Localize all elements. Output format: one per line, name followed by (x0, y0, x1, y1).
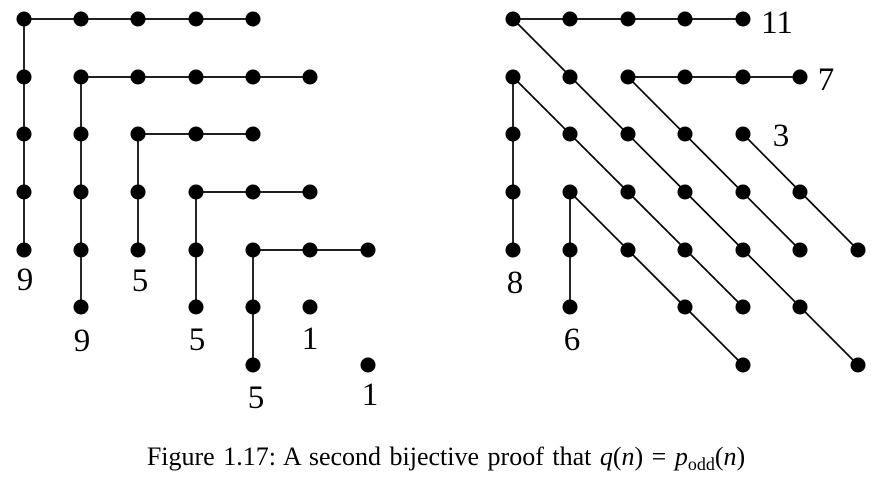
dot (188, 299, 204, 315)
odd-parts-hook-diagram: 9 9 5 5 5 1 1 (16, 11, 379, 416)
dot (73, 11, 89, 27)
dot (16, 69, 32, 85)
dot (130, 69, 146, 85)
part-label: 1 (302, 321, 319, 357)
dot (850, 357, 866, 373)
distinct-parts-diagonal-diagram: 11 73 8 6 (505, 5, 866, 373)
dot (735, 69, 751, 85)
dot (735, 357, 751, 373)
caption-text-italic: p (674, 442, 688, 471)
dot (188, 126, 204, 142)
dot (505, 184, 521, 200)
dot (302, 242, 318, 258)
part-label: 5 (132, 263, 149, 299)
dot (245, 357, 261, 373)
dot (245, 126, 261, 142)
dot (620, 126, 636, 142)
dot (792, 242, 808, 258)
dot (792, 299, 808, 315)
dot (562, 184, 578, 200)
dot (302, 184, 318, 200)
dot (620, 11, 636, 27)
dot (130, 11, 146, 27)
part-label: 9 (74, 323, 91, 359)
dot (73, 242, 89, 258)
dot (73, 299, 89, 315)
connector-line (569, 191, 744, 366)
dot (360, 357, 376, 373)
caption-text-italic: q (599, 442, 613, 471)
caption-text-italic: n (723, 442, 737, 471)
dot (677, 11, 693, 27)
dot (562, 126, 578, 142)
dot (562, 11, 578, 27)
part-label: 5 (189, 322, 206, 358)
dot (73, 126, 89, 142)
dot (505, 69, 521, 85)
dot (505, 126, 521, 142)
dot (360, 242, 376, 258)
dot (188, 184, 204, 200)
dot (16, 126, 32, 142)
dot (73, 69, 89, 85)
dot (792, 184, 808, 200)
part-label: 11 (761, 5, 793, 41)
dot (735, 299, 751, 315)
dot (792, 69, 808, 85)
dot (677, 184, 693, 200)
dot (677, 242, 693, 258)
dot (245, 242, 261, 258)
dot (677, 299, 693, 315)
dot (620, 184, 636, 200)
dot (850, 242, 866, 258)
dot (505, 11, 521, 27)
dot (16, 184, 32, 200)
part-label: 1 (362, 377, 379, 413)
dot (73, 184, 89, 200)
dot (245, 299, 261, 315)
caption-text-roman: Figure 1.17: A second bijective proof th… (146, 442, 600, 471)
dot (302, 299, 318, 315)
dot (620, 69, 636, 85)
part-label: 6 (564, 322, 581, 358)
dot (735, 126, 751, 142)
caption-text-roman: ) = (634, 442, 675, 471)
part-label: 8 (507, 265, 524, 301)
dot (562, 242, 578, 258)
dot (16, 11, 32, 27)
dot (188, 242, 204, 258)
dot (130, 184, 146, 200)
dot (188, 69, 204, 85)
dot (677, 126, 693, 142)
connector-line (627, 76, 801, 251)
caption-text-roman: ( (714, 442, 724, 471)
figure-caption: Figure 1.17: A second bijective proof th… (0, 440, 892, 481)
dot (245, 11, 261, 27)
dot (735, 11, 751, 27)
caption-text-roman: ) (736, 442, 746, 471)
caption-text-subscript: odd (687, 454, 715, 474)
caption-text-roman: ( (612, 442, 622, 471)
part-label: 7 (818, 62, 835, 98)
dot (505, 242, 521, 258)
part-label: 9 (17, 262, 34, 298)
caption-text-italic: n (621, 442, 635, 471)
dot (302, 69, 318, 85)
dot (245, 69, 261, 85)
dot (245, 184, 261, 200)
part-label: 3 (773, 118, 790, 154)
dot (677, 69, 693, 85)
dot (562, 299, 578, 315)
dot (620, 242, 636, 258)
dot (735, 242, 751, 258)
dot (188, 11, 204, 27)
dot (130, 242, 146, 258)
dot (562, 69, 578, 85)
dot (735, 184, 751, 200)
dot (16, 242, 32, 258)
part-label: 5 (248, 380, 265, 416)
dot (130, 126, 146, 142)
